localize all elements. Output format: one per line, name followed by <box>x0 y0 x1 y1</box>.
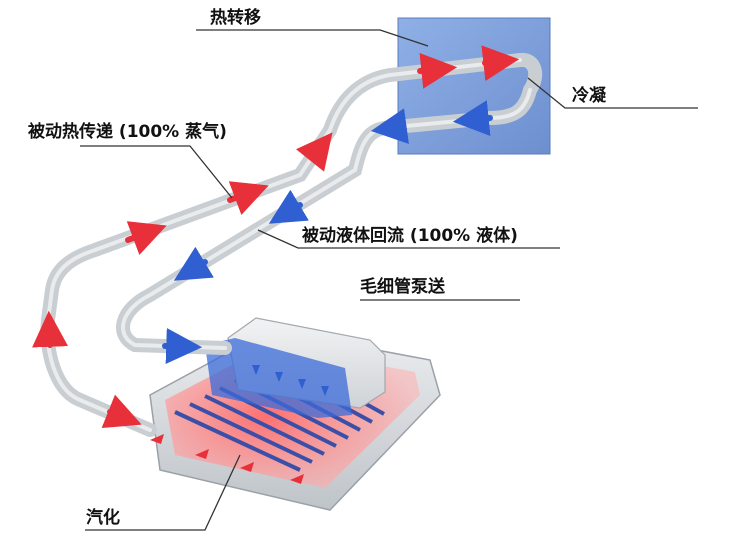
label-vaporization: 汽化 <box>86 508 120 528</box>
vaporization-arrows <box>150 434 304 484</box>
liquid-arrow <box>162 328 203 365</box>
vapor-arrow <box>227 181 269 215</box>
label-condensation: 冷凝 <box>572 86 606 106</box>
pump-arrow <box>298 379 306 389</box>
liquid-flow-arrows <box>162 100 493 365</box>
leader-heat-transfer <box>196 29 429 47</box>
vapor-arrow <box>295 132 333 172</box>
leader-condensation <box>527 77 698 109</box>
vapor-flow-arrows <box>32 45 520 429</box>
label-capillary-pumping: 毛细管泵送 <box>360 277 445 297</box>
pump-arrows <box>252 365 329 396</box>
leader-passive-heat <box>80 145 233 199</box>
vapor-arrow <box>481 45 520 82</box>
leader-passive-liquid <box>257 229 560 249</box>
liquid-arrow <box>268 189 309 224</box>
label-passive-liquid-return: 被动液体回流 (100% 液体) <box>302 226 518 246</box>
pump-arrow <box>275 372 283 382</box>
evap-arrow <box>240 462 254 472</box>
evap-arrow <box>290 474 304 484</box>
liquid-arrow <box>173 246 214 281</box>
vapor-arrow <box>101 394 142 429</box>
vapor-arrow <box>32 310 69 348</box>
liquid-arrow <box>452 100 493 137</box>
vapor-arrow <box>417 52 458 89</box>
evap-arrow <box>150 434 164 444</box>
evap-arrow <box>195 449 209 459</box>
label-heat-transfer: 热转移 <box>210 8 261 28</box>
liquid-arrow <box>370 108 409 144</box>
leader-vaporization <box>85 454 241 531</box>
pump-arrow <box>321 386 329 396</box>
vapor-arrow <box>125 221 167 255</box>
label-passive-heat-transfer: 被动热传递 (100% 蒸气) <box>28 122 227 142</box>
pump-arrow <box>252 365 260 375</box>
